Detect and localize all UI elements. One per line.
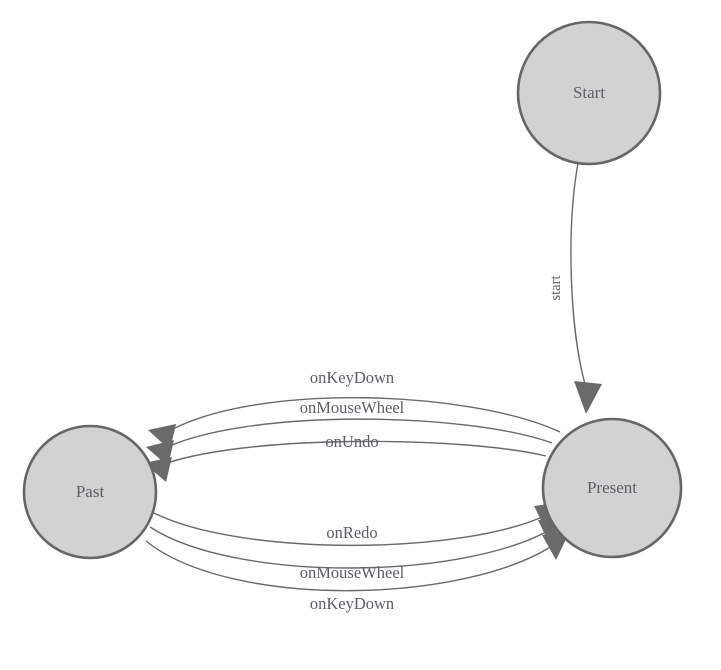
- edge-present-to-past-onmousewheel-path: [160, 418, 553, 451]
- node-past[interactable]: Past: [22, 424, 158, 560]
- edge-past-to-present-onredo-path: [153, 512, 550, 547]
- node-present[interactable]: Present: [541, 417, 683, 559]
- edge-label-present-past-onkeydown: onKeyDown: [310, 368, 394, 387]
- node-start-circle: [516, 20, 662, 166]
- edge-label-past-present-onkeydown: onKeyDown: [310, 594, 394, 613]
- edge-past-to-present-onkeydown-path: [145, 540, 559, 592]
- edge-label-present-past-onmousewheel: onMouseWheel: [300, 398, 405, 417]
- edge-start-to-present[interactable]: start: [548, 162, 602, 414]
- edge-present-to-past-onkeydown[interactable]: onKeyDown: [148, 368, 561, 450]
- edge-past-to-present-onmousewheel[interactable]: onMouseWheel: [149, 517, 566, 582]
- edge-start-to-present-arrowhead: [574, 381, 602, 414]
- edge-past-to-present-onredo[interactable]: onRedo: [153, 502, 562, 547]
- edge-present-to-past-onundo-arrowhead: [144, 457, 172, 482]
- node-past-circle: [22, 424, 158, 560]
- edge-label-past-present-onmousewheel: onMouseWheel: [300, 563, 405, 582]
- edge-start-to-present-path: [570, 162, 586, 385]
- node-present-circle: [541, 417, 683, 559]
- edge-present-to-past-onkeydown-path: [163, 397, 561, 435]
- edge-present-to-past-onundo-path: [158, 440, 547, 467]
- edge-past-to-present-onmousewheel-path: [149, 526, 554, 569]
- edge-label-start: start: [548, 276, 564, 301]
- edge-past-to-present-onkeydown[interactable]: onKeyDown: [145, 531, 570, 613]
- edge-label-past-present-onredo: onRedo: [326, 523, 377, 542]
- node-start[interactable]: Start: [516, 20, 662, 166]
- edge-present-to-past-onmousewheel[interactable]: onMouseWheel: [146, 398, 553, 466]
- edge-present-to-past-onundo[interactable]: onUndo: [144, 432, 547, 482]
